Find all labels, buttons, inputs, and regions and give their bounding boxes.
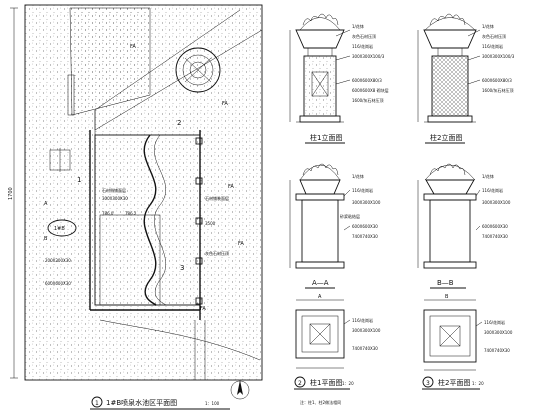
column1-note-3: 116/花岗岩 [352,43,373,49]
column1-note-2: 灰色石材压顶 [352,33,376,39]
plan-dimension-text: 1700 [8,187,14,200]
section-a-note-4: 600X600X30 [352,224,378,229]
section-b-core [429,199,471,263]
section-a-note-1: 1/花钵 [352,173,364,179]
column2-note-1: 1/花钵 [482,23,494,29]
plan-label-fa2: FA [222,101,228,107]
section-a-title: A—A [312,279,329,287]
plan-spec-2: 200X200X30 [45,258,71,263]
column2-note-6: 1600/灰石材压顶 [482,87,514,93]
column1-note-4: 300X300X100/3 [352,54,385,59]
plan-label-fa3: FA [238,241,244,247]
column1-plan-marker-a: A [318,294,322,300]
plan-level-2: 786.2 [125,211,137,216]
plan-label-fa5: FA [200,306,206,312]
plan-title-number-circle [91,396,103,408]
plan-level-3: 3500 [205,221,216,226]
plan-section-b: B [44,236,48,242]
column2-flower-pot [423,29,477,49]
section-a-core [301,199,339,263]
column2-note-2: 灰色石材压顶 [482,33,506,39]
plan-note-1: 石材侧铺面层 [102,187,126,193]
plan-section-a: A [44,201,48,207]
column1-plan-note-1: 116/花岗岩 [352,317,373,323]
section-b-b: 1/花钵 116/花岗岩 300X300X100 600X600X30 740X… [417,163,511,289]
column1-plan-title: 柱1平面图 [310,378,342,387]
plan-label-1: 1 [77,176,81,184]
section-a-a: 1/花钵 116/花岗岩 300X300X100 600X600X30 740X… [289,163,381,289]
column1-note-5: 600X600X80/3 [352,78,382,83]
column1-plan: A 116/花岗岩 300X300X100 740X740X30 2 柱1平面图… [294,294,381,390]
section-a-note-2: 116/花岗岩 [352,187,373,193]
column1-plan-scale: 1：20 [342,381,354,386]
column2-elevation-title: 柱2立面图 [430,133,462,142]
column1-plan-number: 2 [298,380,302,387]
plan-site-marker [47,219,77,237]
footnote: 注：柱1、柱2做法相同 [300,399,341,405]
section-b-title: B—B [437,279,454,287]
column2-note-5: 600X600X80/3 [482,78,512,83]
plan-label-fa4: FA [228,184,234,190]
plan-spec-1: 300X300X30 [102,196,128,201]
column2-note-4: 300X300X100/3 [482,54,515,59]
plan-label-2: 2 [177,119,181,127]
column2-elevation: 1/花钵 灰色石材压顶 116/花岗岩 300X300X100/3 600X60… [417,13,515,144]
column2-plan-number: 3 [426,380,430,387]
plan-note-2: 石材铺装面层 [205,195,229,201]
column1-note-7: 1600/灰石材压顶 [352,97,384,103]
column2-plan-marker-b: B [445,294,449,300]
column2-plan-note-1: 116/花岗岩 [484,319,505,325]
section-b-note-3: 300X300X100 [482,200,511,205]
plan-scale: 1：100 [205,401,220,406]
column2-plan: B 116/花岗岩 300X300X100 740X740X30 3 柱2平面图… [422,294,513,390]
plan-spec-3: 600X600X30 [45,281,71,286]
column2-plan-title: 柱2平面图 [438,378,470,387]
column1-plan-note-3: 740X740X30 [352,346,378,351]
plan-label-fa1: FA [130,44,136,50]
column2-plan-note-2: 300X300X100 [484,330,513,335]
section-b-note-4: 600X600X30 [482,224,508,229]
column2-note-3: 116/花岗岩 [482,43,503,49]
section-b-note-2: 116/花岗岩 [482,187,503,193]
plan-site-marker-text: 1#B [54,226,65,232]
section-a-note-6: 砂浆粘结层 [340,213,360,219]
column1-elevation-title: 柱1立面图 [310,133,342,142]
column1-plan-outer [295,309,345,359]
section-b-note-5: 740X740X30 [482,234,508,239]
section-a-note-3: 300X300X100 [352,200,381,205]
plan-sculpture-circle [175,47,221,93]
plan-paving-grid [99,214,161,306]
plan-title: 1#B喷泉水池区平面图 [106,398,177,407]
plan-note-3: 灰色石材压顶 [205,250,229,256]
column1-note-6: 600X600X8 砌块层 [352,87,389,93]
column2-plan-outer [423,309,477,363]
plan-label-3: 3 [180,264,184,272]
plan-fountain-wave-edge [143,134,157,306]
fountain-pool-plan: 1700 1#B [8,4,263,410]
column1-flower-pot [295,29,345,49]
section-a-note-5: 740X740X30 [352,234,378,239]
column1-plan-note-2: 300X300X100 [352,328,381,333]
column2-plan-scale: 1：20 [472,381,484,386]
section-b-note-1: 1/花钵 [482,173,494,179]
plan-level-1: 786.0 [102,211,114,216]
column1-elevation: 1/花钵 灰色石材压顶 116/花岗岩 300X300X100/3 600X60… [289,13,389,144]
plan-title-number: 1 [95,400,99,407]
column1-note-1: 1/花钵 [352,23,364,29]
column2-plan-note-3: 740X740X30 [484,348,510,353]
